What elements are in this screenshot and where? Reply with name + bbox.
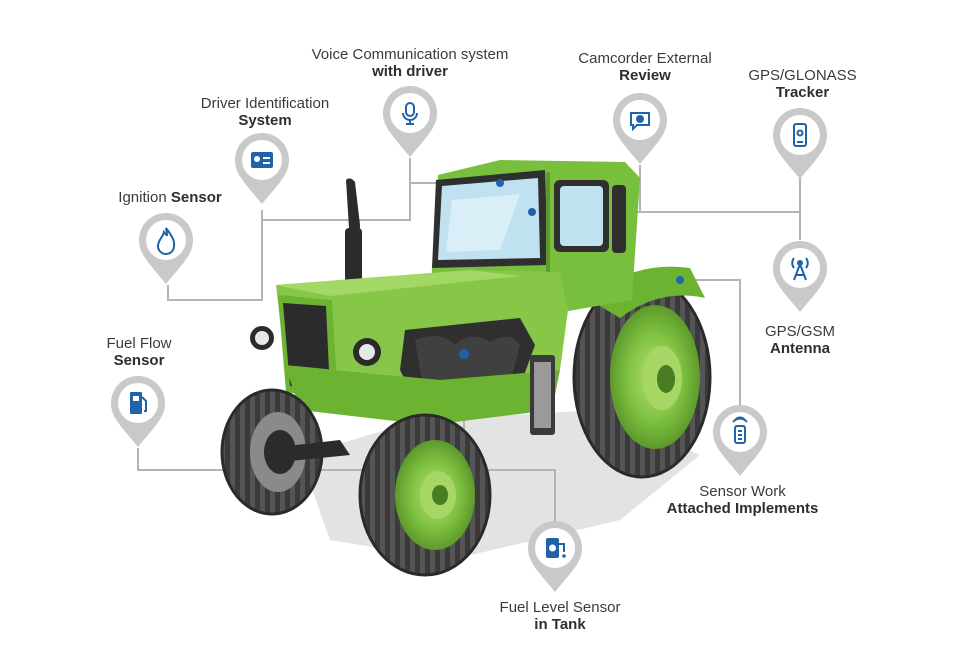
label-camcorder-line1: Camcorder External bbox=[578, 50, 712, 67]
label-ignition-plain: Ignition bbox=[118, 189, 171, 206]
label-implements-line1: Sensor Work bbox=[699, 483, 786, 500]
antenna-icon bbox=[791, 257, 809, 281]
label-fuel-level-line1: Fuel Level Sensor bbox=[499, 599, 621, 616]
label-voice-line2: with driver bbox=[372, 63, 448, 80]
label-fuel-flow-line1: Fuel Flow bbox=[106, 335, 172, 352]
fuel-tank-icon bbox=[546, 538, 566, 558]
label-implements-line2: Attached Implements bbox=[666, 500, 819, 517]
camera-review-icon bbox=[630, 112, 650, 132]
label-gps-antenna-line2: Antenna bbox=[770, 340, 830, 357]
pin-driver-id bbox=[235, 133, 289, 204]
front-right-wheel bbox=[358, 413, 492, 577]
label-camcorder: Camcorder External Review bbox=[560, 50, 730, 84]
label-fuel-flow-line2: Sensor bbox=[113, 352, 165, 369]
flame-icon bbox=[156, 227, 176, 255]
pin-ignition bbox=[139, 213, 193, 284]
label-driver-id-line1: Driver Identification bbox=[200, 95, 330, 112]
label-fuel-level: Fuel Level Sensor in Tank bbox=[480, 599, 640, 633]
phone-location-icon bbox=[793, 123, 807, 147]
microphone-icon bbox=[402, 102, 418, 125]
remote-signal-icon bbox=[732, 416, 748, 444]
label-driver-id: Driver Identification System bbox=[185, 95, 345, 129]
tractor-illustration bbox=[220, 160, 712, 577]
fuel-pump-icon bbox=[130, 392, 147, 414]
label-ignition: Ignition Sensor bbox=[105, 189, 235, 206]
label-voice: Voice Communication system with driver bbox=[300, 46, 520, 80]
id-card-icon bbox=[251, 152, 273, 168]
pin-camcorder bbox=[613, 93, 667, 164]
pin-gps-tracker bbox=[773, 108, 827, 179]
label-gps-tracker: GPS/GLONASS Tracker bbox=[735, 67, 870, 101]
label-implements: Sensor Work Attached Implements bbox=[650, 483, 835, 517]
label-fuel-level-line2: in Tank bbox=[534, 616, 586, 633]
label-fuel-flow: Fuel Flow Sensor bbox=[90, 335, 188, 369]
pin-fuel-level bbox=[528, 521, 582, 592]
label-gps-tracker-line1: GPS/GLONASS bbox=[748, 67, 857, 84]
pin-gps-antenna bbox=[773, 241, 827, 312]
label-driver-id-line2: System bbox=[238, 112, 292, 129]
label-camcorder-line2: Review bbox=[619, 67, 671, 84]
label-gps-antenna: GPS/GSM Antenna bbox=[740, 323, 860, 357]
label-ignition-bold: Sensor bbox=[170, 189, 222, 206]
label-gps-tracker-line2: Tracker bbox=[775, 84, 830, 101]
rear-wheel bbox=[572, 275, 712, 479]
pin-voice bbox=[383, 86, 437, 157]
label-gps-antenna-line1: GPS/GSM bbox=[764, 323, 835, 340]
pin-implements bbox=[713, 405, 767, 476]
pin-fuel-flow bbox=[111, 376, 165, 447]
label-voice-line1: Voice Communication system bbox=[311, 46, 509, 63]
